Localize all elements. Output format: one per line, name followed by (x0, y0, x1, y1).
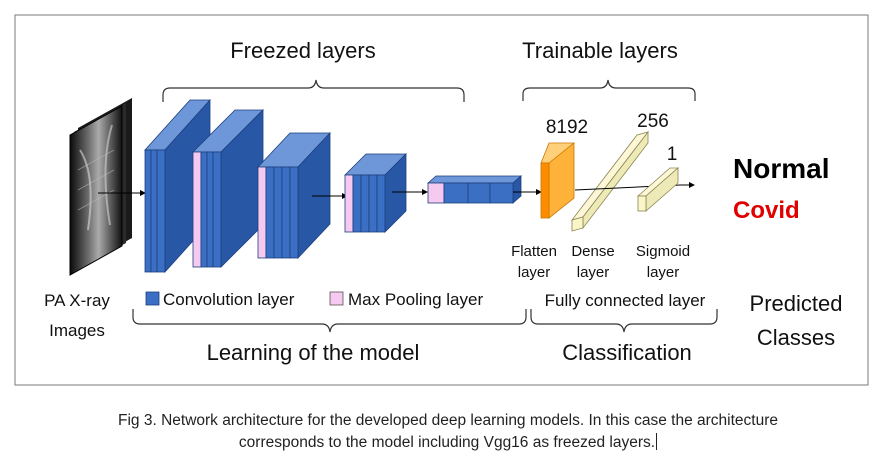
caption-line1: Fig 3. Network architecture for the deve… (118, 412, 778, 429)
predicted-label-line2: Classes (757, 325, 835, 350)
arrow-block5-flatten-head (536, 189, 542, 195)
flatten-label-line2: layer (518, 264, 551, 281)
architecture-diagram: Freezed layers Trainable layers (14, 14, 869, 386)
legend-pool-swatch (329, 291, 344, 306)
learning-brace (132, 309, 527, 333)
figure-caption: Fig 3. Network architecture for the deve… (0, 410, 896, 454)
freezed-brace (162, 79, 465, 102)
trainable-brace (522, 79, 696, 101)
class-covid: Covid (733, 197, 800, 224)
sigmoid-label-line1: Sigmoid (636, 243, 690, 260)
caption-line2-wrap: corresponds to the model including Vgg16… (0, 432, 896, 454)
sigmoid-size: 1 (667, 144, 678, 165)
conv-block-3 (257, 131, 331, 260)
learning-title: Learning of the model (207, 340, 420, 365)
dense-label-line1: Dense (571, 243, 614, 260)
legend-pool-label: Max Pooling layer (348, 290, 483, 309)
trainable-layers-title: Trainable layers (522, 38, 678, 63)
fully-connected-label: Fully connected layer (545, 291, 706, 310)
legend-conv-swatch (145, 291, 160, 306)
flatten-layer-block (540, 142, 575, 219)
input-label-line2: Images (49, 321, 105, 340)
conv-block-4 (344, 153, 407, 233)
dense-layer-block (570, 130, 650, 232)
classification-brace (530, 309, 718, 333)
class-normal: Normal (733, 153, 829, 184)
flatten-size: 8192 (546, 117, 588, 138)
xray-image-stack (69, 98, 132, 276)
arrow-block4-block5-head (422, 189, 428, 195)
conv-block-2 (192, 109, 264, 268)
predicted-label-line1: Predicted (750, 291, 843, 316)
dense-size: 256 (637, 111, 669, 132)
sigmoid-layer-block (636, 167, 680, 212)
arrow-fc-output-head (689, 182, 695, 188)
flatten-label-line1: Flatten (511, 243, 557, 260)
text-cursor (656, 433, 658, 450)
freezed-layers-title: Freezed layers (230, 38, 376, 63)
conv-block-5 (426, 175, 523, 204)
legend-conv-label: Convolution layer (163, 290, 295, 309)
dense-label-line2: layer (577, 264, 610, 281)
classification-title: Classification (562, 340, 692, 365)
sigmoid-label-line2: layer (647, 264, 680, 281)
arrow-input-head (140, 190, 146, 196)
input-label-line1: PA X-ray (44, 291, 110, 310)
caption-line2: corresponds to the model including Vgg16… (238, 434, 656, 451)
